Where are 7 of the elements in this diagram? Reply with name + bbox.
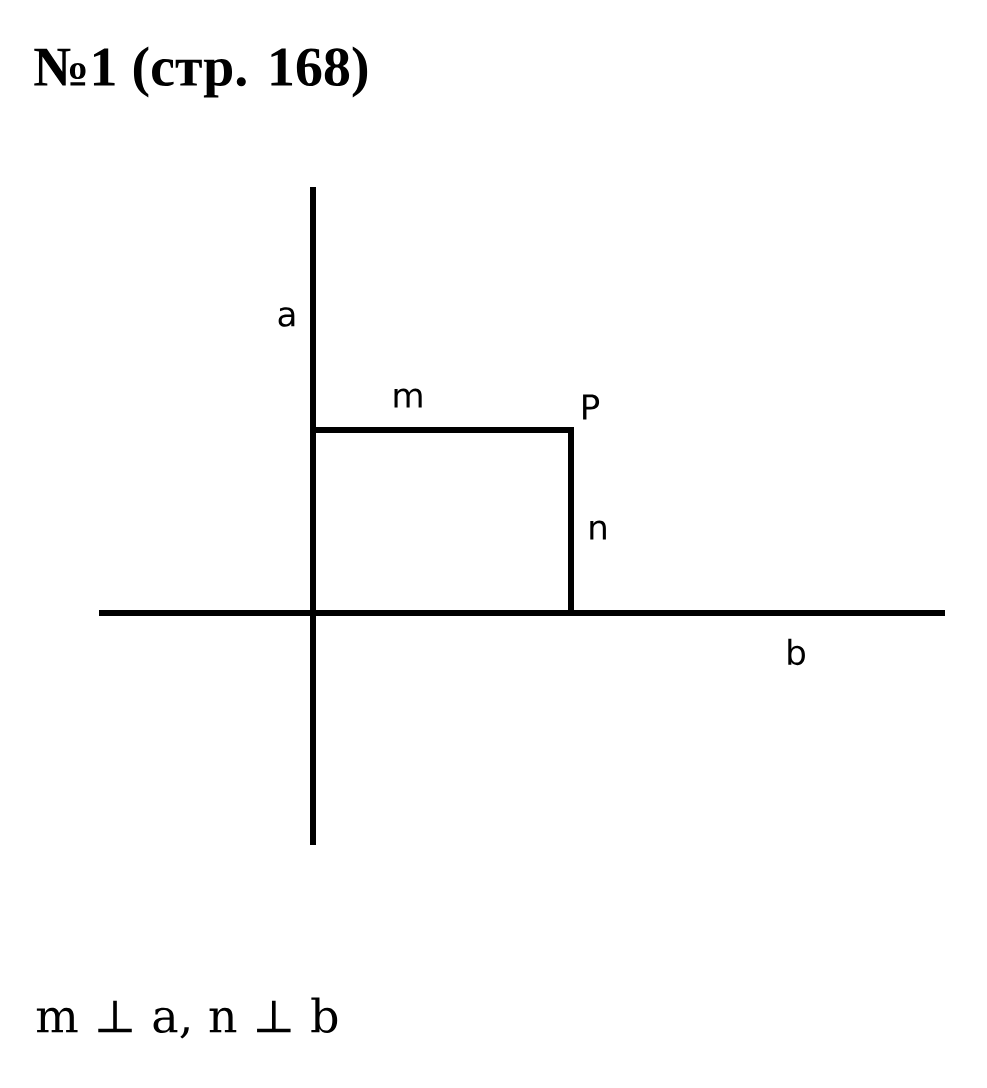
line-label: P — [583, 394, 600, 420]
caption: m ⊥ a, n ⊥ b — [36, 997, 338, 1039]
line-label: b — [788, 638, 805, 666]
line-label: m — [394, 388, 422, 408]
title: №1 (стр. 168) — [34, 46, 368, 98]
line-label: n — [590, 520, 606, 540]
line-label: a — [278, 307, 295, 327]
